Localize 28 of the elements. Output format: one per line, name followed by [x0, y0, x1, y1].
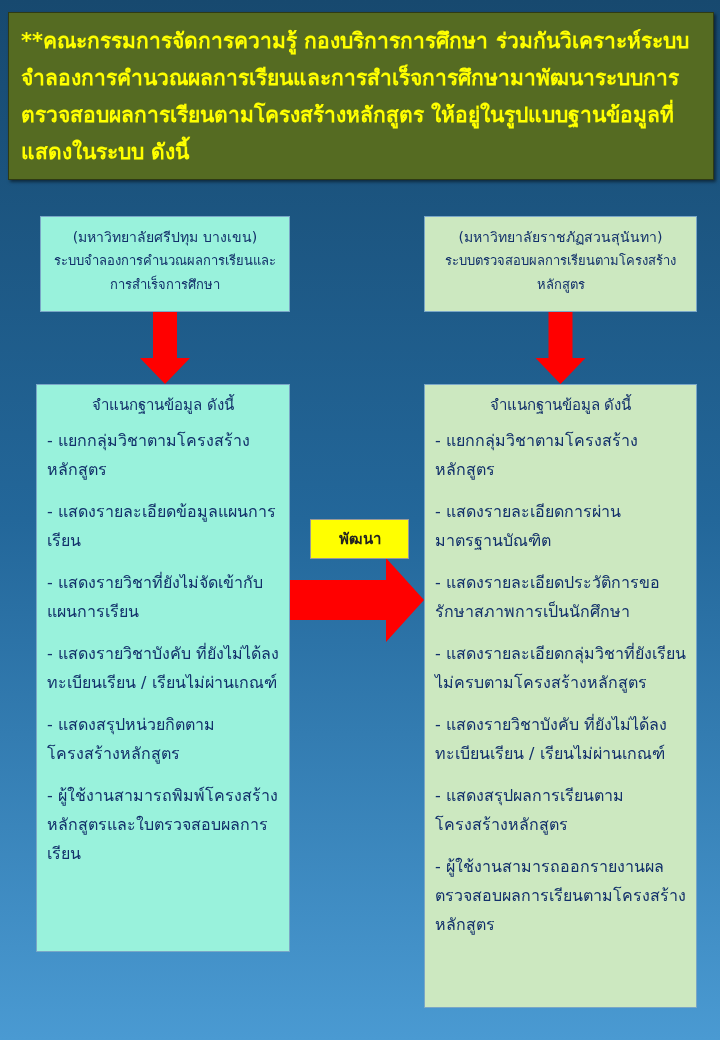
university-name: (มหาวิทยาลัยราชภัฏสวนสุนันทา) — [457, 228, 664, 248]
arrow — [140, 312, 190, 384]
info-card — [424, 216, 697, 312]
list-card — [424, 384, 697, 1008]
list-item: - แสดงรายละเอียดข้อมูลแผนการเรียน — [47, 501, 277, 552]
list-item: - ผู้ใช้งานสามารถออกรายงานผลตรวจสอบผลการเรียนตามโครงสร้างหลักสูตร — [435, 856, 686, 937]
system-name: ระบบจำลองการคำนวณผลการเรียนและการสำเร็จการศึกษา — [53, 252, 277, 294]
list-item: - แสดงรายละเอียดประวัติการขอรักษาสภาพการเป็นนักศึกษา — [435, 572, 661, 623]
arrow — [290, 558, 424, 642]
list-item: - แสดงสรุปผลการเรียนตามโครงสร้างหลักสูตร — [435, 785, 625, 837]
list-item: - แสดงรายวิชาที่ยังไม่จัดเข้ากับแผนการเรียน — [47, 571, 264, 623]
list-item: - แสดงสรุปหน่วยกิตตามโครงสร้างหลักสูตร — [47, 714, 216, 766]
list-item: - ผู้ใช้งานสามารถพิมพ์โครงสร้างหลักสูตรและใบตรวจสอบผลการเรียน — [47, 785, 279, 865]
list-heading: จำแนกฐานข้อมูล ดังนี้ — [91, 393, 236, 416]
info-card — [40, 216, 290, 312]
list-heading: จำแนกฐานข้อมูล ดังนี้ — [488, 393, 633, 416]
list-item: - แสดงรายละเอียดกลุ่มวิชาที่ยังเรียนไม่ครบตามโครงสร้างหลักสูตร — [435, 642, 686, 695]
list-item: - แสดงรายวิชาบังคับ ที่ยังไม่ได้ลงทะเบียนเรียน / เรียนไม่ผ่านเกณฑ์ — [47, 642, 279, 694]
system-name: ระบบตรวจสอบผลการเรียนตามโครงสร้างหลักสูตร — [444, 252, 677, 295]
title-banner: **คณะกรรมการจัดการความรู้ กองบริการการศึกษา ร่วมกันวิเคราะห์ระบบจำลองการคำนวณผลการเรียนและการสำเร็จการศึกษามาพัฒนาระบบการตรวจสอบผลการเรียนตามโครงสร้างหลักสูตร ให้อยู่ในรูปแบบฐานข้อมูลที่แสดงในระบบ ดังนี้ — [8, 12, 714, 180]
step-label: พัฒนา — [310, 519, 409, 559]
list-item: - แสดงรายวิชาบังคับ ที่ยังไม่ได้ลงทะเบียนเรียน / เรียนไม่ผ่านเกณฑ์ — [435, 713, 668, 765]
arrow — [535, 312, 586, 384]
list-item: - แยกกลุ่มวิชาตามโครงสร้างหลักสูตร — [435, 430, 639, 482]
university-name: (มหาวิทยาลัยศรีปทุม บางเขน) — [71, 228, 259, 248]
list-item: - แยกกลุ่มวิชาตามโครงสร้างหลักสูตร — [47, 430, 251, 482]
list-item: - แสดงรายละเอียดการผ่านมาตรฐานบัณฑิต — [435, 501, 622, 552]
list-card — [36, 384, 290, 952]
